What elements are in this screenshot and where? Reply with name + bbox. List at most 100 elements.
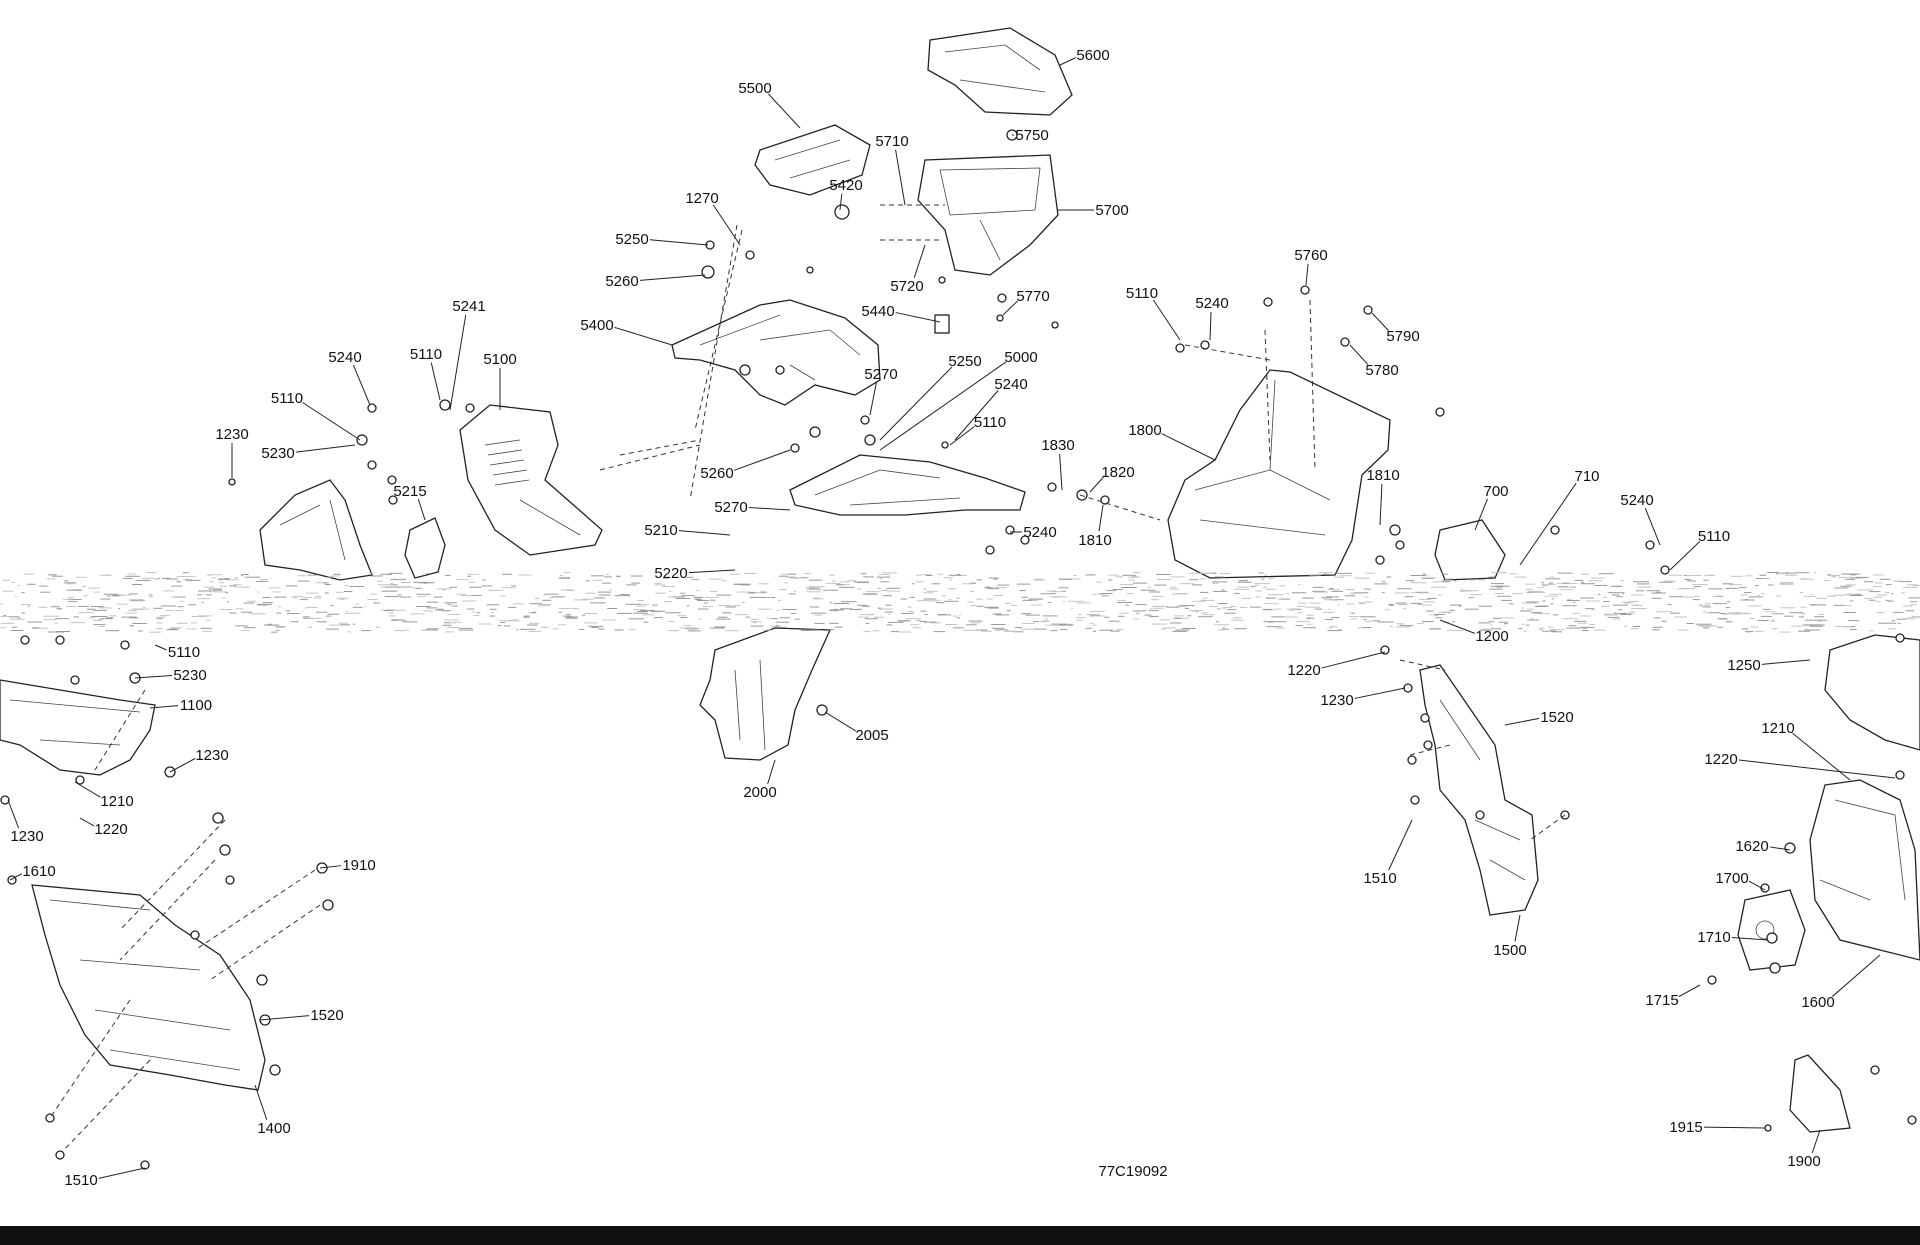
noise-speck: [98, 626, 105, 627]
noise-speck: [1099, 629, 1113, 631]
noise-speck: [585, 580, 590, 582]
noise-speck: [958, 574, 967, 576]
part-label-1220: 1220: [1287, 662, 1320, 679]
noise-speck: [456, 593, 466, 595]
noise-speck: [1394, 592, 1409, 594]
leader-line-1220: [1738, 759, 1896, 779]
noise-speck: [333, 573, 341, 575]
noise-speck: [489, 615, 496, 617]
noise-speck: [142, 577, 155, 579]
noise-speck: [1265, 588, 1277, 590]
noise-speck: [1285, 593, 1290, 595]
noise-speck: [1237, 586, 1249, 588]
noise-speck: [952, 627, 964, 629]
part-label-5240: 5240: [1620, 492, 1653, 509]
noise-speck: [156, 622, 163, 624]
noise-speck: [1879, 578, 1891, 580]
noise-speck: [1541, 582, 1545, 584]
noise-speck: [956, 597, 960, 599]
noise-speck: [1519, 610, 1532, 612]
noise-speck: [956, 574, 960, 575]
noise-speck: [633, 612, 649, 614]
part-label-1270: 1270: [685, 190, 718, 207]
noise-speck: [1429, 628, 1441, 630]
noise-speck: [989, 577, 1000, 579]
noise-speck: [915, 619, 921, 621]
noise-speck: [262, 597, 271, 598]
noise-speck: [132, 623, 147, 624]
noise-speck: [951, 575, 954, 577]
noise-speck: [958, 614, 961, 616]
noise-speck: [662, 586, 675, 587]
noise-speck: [687, 605, 690, 607]
noise-speck: [1431, 581, 1447, 583]
footer-bar: [0, 1226, 1920, 1245]
noise-speck: [68, 601, 78, 603]
noise-speck: [87, 608, 93, 610]
noise-speck: [1551, 598, 1554, 600]
noise-speck: [426, 628, 439, 630]
noise-speck: [1220, 573, 1230, 574]
noise-speck: [1381, 581, 1386, 583]
noise-speck: [1791, 625, 1803, 627]
noise-speck: [1434, 615, 1439, 617]
noise-speck: [377, 580, 383, 582]
noise-speck: [1804, 629, 1820, 631]
part-label-1910: 1910: [342, 857, 375, 874]
part-5600-top-cover: [927, 27, 1073, 116]
noise-speck: [3, 615, 6, 617]
part-label-5770: 5770: [1016, 288, 1049, 305]
noise-speck: [1192, 600, 1206, 602]
noise-speck: [1264, 574, 1268, 576]
noise-speck: [1034, 579, 1045, 581]
noise-speck: [251, 613, 266, 615]
noise-speck: [1754, 585, 1759, 587]
noise-speck: [688, 630, 701, 632]
noise-speck: [57, 608, 63, 610]
noise-speck: [962, 629, 978, 631]
noise-speck: [1154, 584, 1167, 586]
noise-speck: [1542, 600, 1546, 602]
noise-speck: [286, 613, 300, 614]
noise-speck: [1452, 621, 1456, 623]
noise-speck: [1250, 586, 1256, 587]
noise-speck: [1025, 614, 1040, 616]
noise-speck: [1828, 575, 1841, 577]
noise-speck: [512, 619, 519, 621]
noise-speck: [1562, 605, 1577, 607]
noise-speck: [1309, 602, 1321, 604]
part-1500-right-panel: [1419, 664, 1539, 916]
noise-speck: [40, 591, 51, 593]
noise-speck: [1085, 574, 1096, 576]
noise-speck: [1717, 626, 1724, 628]
noise-speck: [1652, 626, 1663, 628]
noise-speck: [1297, 605, 1305, 607]
noise-speck: [500, 595, 506, 597]
leader-lines: [7, 57, 1896, 1179]
noise-speck: [1117, 602, 1133, 603]
noise-speck: [1095, 593, 1104, 595]
noise-speck: [1417, 603, 1423, 605]
noise-speck: [643, 621, 649, 623]
noise-speck: [1767, 572, 1780, 573]
part-label-1250: 1250: [1727, 657, 1760, 674]
noise-speck: [1765, 611, 1777, 613]
noise-speck: [469, 586, 482, 588]
noise-speck: [1070, 607, 1074, 609]
noise-speck: [1491, 572, 1508, 574]
noise-speck: [1420, 577, 1437, 579]
noise-speck: [1174, 615, 1184, 617]
noise-speck: [1020, 628, 1037, 630]
noise-speck: [1779, 631, 1791, 633]
leader-line-5260: [639, 274, 706, 281]
noise-speck: [988, 588, 1000, 590]
noise-speck: [1091, 593, 1097, 595]
noise-speck: [943, 577, 953, 579]
noise-speck: [941, 595, 946, 597]
noise-speck: [1810, 604, 1827, 606]
noise-speck: [1603, 596, 1607, 598]
noise-speck: [2, 590, 14, 592]
noise-speck: [1192, 584, 1203, 586]
noise-speck: [1126, 593, 1134, 594]
noise-speck: [278, 606, 282, 608]
